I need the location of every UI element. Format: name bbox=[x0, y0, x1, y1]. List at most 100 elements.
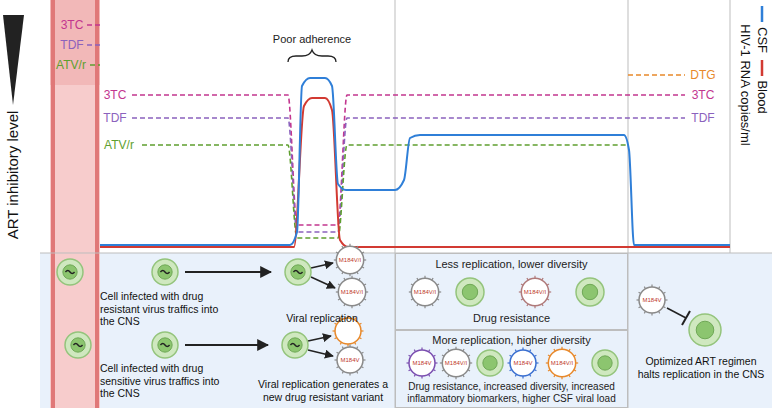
vessel-wall bbox=[95, 0, 99, 408]
vessel-top bbox=[50, 0, 100, 85]
virus-spike bbox=[574, 355, 576, 356]
virus-spike bbox=[361, 367, 363, 368]
virus-spike bbox=[527, 304, 528, 306]
drug-level-line bbox=[628, 74, 685, 76]
cell bbox=[152, 332, 178, 358]
virus-spike bbox=[665, 299, 668, 300]
arrow bbox=[308, 350, 333, 356]
cell-membrane bbox=[576, 278, 604, 306]
virus-spike bbox=[357, 272, 358, 274]
virus-spike bbox=[534, 355, 536, 356]
drug-level-line bbox=[132, 95, 685, 225]
virus-spike bbox=[442, 355, 444, 356]
step-caption: Cell infected with drug sensitive virus … bbox=[100, 362, 232, 400]
cell-membrane bbox=[282, 332, 308, 358]
panel-text: Drug resistance, increased diversity, in… bbox=[400, 381, 623, 404]
virus-spike bbox=[659, 311, 660, 313]
virus-spike bbox=[433, 370, 435, 371]
virus-spike bbox=[411, 284, 413, 285]
virus-spike bbox=[510, 355, 512, 356]
virus-spike bbox=[409, 291, 412, 292]
virus-spike bbox=[409, 370, 411, 371]
level-triangle bbox=[3, 15, 24, 105]
arrow bbox=[308, 336, 331, 341]
virus-capsule bbox=[336, 246, 363, 273]
virus-spike bbox=[364, 284, 366, 285]
virus-spike bbox=[561, 347, 562, 350]
step-caption: Cell infected with drug resistant virus … bbox=[100, 290, 232, 328]
virus-spike bbox=[433, 355, 435, 356]
virus-spike bbox=[432, 304, 433, 306]
virus-spike bbox=[530, 350, 531, 352]
virus-spike bbox=[340, 342, 341, 344]
cell bbox=[282, 332, 308, 358]
virus-spike bbox=[561, 377, 562, 380]
virus-spike bbox=[463, 349, 464, 351]
virus-spike bbox=[429, 374, 430, 376]
virus-spike bbox=[534, 370, 536, 371]
cell-membrane bbox=[152, 259, 178, 285]
virus-spike bbox=[554, 375, 555, 377]
drug-level-line bbox=[87, 24, 100, 26]
virus-capsule bbox=[411, 278, 438, 305]
virus-spike bbox=[355, 342, 356, 344]
virus-particle: M184V/I bbox=[544, 345, 580, 381]
drug-label: 3TC bbox=[61, 18, 84, 32]
drug-level-line bbox=[142, 145, 628, 238]
virus-particle: M184V/I bbox=[517, 274, 553, 310]
virus-spike bbox=[468, 370, 470, 371]
drug-label: ATV/r bbox=[104, 138, 134, 152]
virus-spike bbox=[644, 311, 645, 313]
cell-membrane bbox=[689, 314, 721, 346]
virus-spike bbox=[411, 299, 413, 300]
axis-title: ART inhibitory level bbox=[4, 111, 22, 240]
step-caption: Optimized ART regimen halts replication … bbox=[636, 355, 766, 380]
virus-spike bbox=[536, 362, 539, 363]
virus-capsule bbox=[338, 278, 365, 305]
virus-spike bbox=[409, 355, 411, 356]
virus-spike bbox=[333, 330, 336, 331]
virus-spike bbox=[463, 375, 464, 377]
virus-spike bbox=[521, 299, 523, 300]
virus-spike bbox=[351, 306, 352, 309]
virus-capsule bbox=[521, 278, 548, 305]
virus-capsule bbox=[409, 350, 435, 376]
axis-title: HIV-1 RNA copies/ml bbox=[737, 24, 753, 145]
virus-spike bbox=[547, 284, 549, 285]
virus-spike bbox=[448, 375, 449, 377]
provirus bbox=[73, 344, 82, 347]
drug-label: 3TC bbox=[104, 88, 127, 102]
virus-spike bbox=[342, 347, 343, 349]
mutation-label: M184V/I bbox=[341, 289, 363, 295]
virus-capsule bbox=[442, 349, 469, 376]
virus-spike bbox=[510, 370, 512, 371]
virus-spike bbox=[651, 285, 652, 288]
cell bbox=[576, 278, 604, 306]
virus-spike bbox=[334, 259, 337, 260]
virus-spike bbox=[547, 299, 549, 300]
drug-label: TDF bbox=[103, 111, 126, 125]
blood-viral-load bbox=[100, 98, 730, 247]
csf-viral-load bbox=[100, 78, 730, 245]
cell-membrane bbox=[57, 259, 83, 285]
cell bbox=[152, 259, 178, 285]
cell-nucleus bbox=[598, 356, 612, 370]
drug-level-line bbox=[87, 44, 100, 46]
virus-spike bbox=[651, 313, 652, 316]
virus-spike bbox=[519, 291, 522, 292]
mutation-label: M184V/I bbox=[414, 289, 436, 295]
virus-spike bbox=[437, 284, 439, 285]
virus-spike bbox=[424, 306, 425, 309]
virus-spike bbox=[359, 338, 361, 339]
virus-spike bbox=[448, 349, 449, 351]
drug-label: TDF bbox=[691, 111, 714, 125]
virus-spike bbox=[515, 350, 516, 352]
virus-spike bbox=[548, 370, 550, 371]
virus-spike bbox=[644, 287, 645, 289]
mutation-label: M184V/I bbox=[524, 289, 546, 295]
bracket bbox=[288, 50, 336, 62]
virus-spike bbox=[364, 299, 366, 300]
virus-spike bbox=[363, 359, 366, 360]
